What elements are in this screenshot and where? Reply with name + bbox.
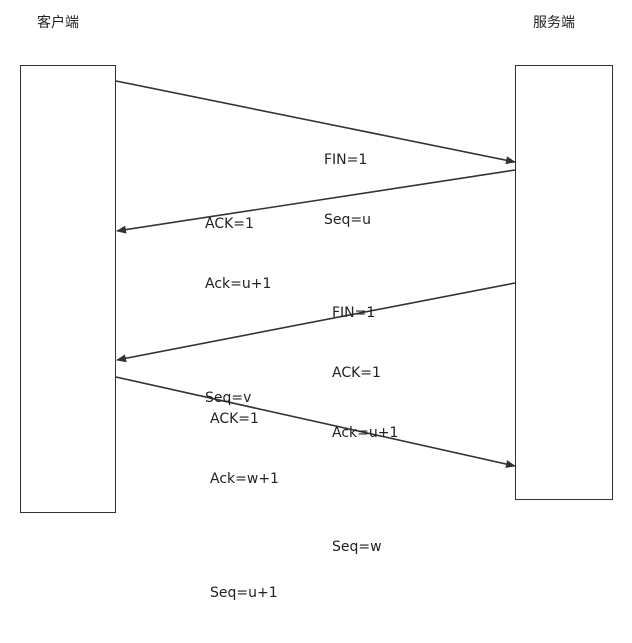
message-3-arrow (116, 282, 516, 363)
message-3-line-4 (332, 483, 398, 497)
message-3-line-3: Ack=u+1 (332, 425, 399, 441)
message-2-line-1: ACK=1 (205, 216, 254, 232)
message-1-label: FIN=1 Seq=u (324, 110, 371, 270)
message-3-line-5: Seq=w (332, 539, 382, 555)
message-2-line-2: Ack=u+1 (205, 276, 272, 292)
tcp-four-way-handshake-diagram: 客户端 服务端 FIN=1 Seq=u ACK=1 Ack=u+1 Seq=v … (20, 15, 613, 601)
client-label: 客户端 (37, 15, 79, 31)
message-4-line-1: ACK=1 (210, 411, 259, 427)
message-arrows (115, 80, 516, 468)
message-1-line-1: FIN=1 (324, 152, 368, 168)
message-2-label: ACK=1 Ack=u+1 Seq=v (205, 174, 271, 448)
message-3-line-2: ACK=1 (332, 365, 381, 381)
client-lifeline-box (20, 65, 116, 513)
message-2-line-4: Seq=v (205, 390, 252, 406)
message-2-line-3 (205, 334, 271, 348)
message-1-arrow (115, 80, 516, 165)
message-2-arrow (116, 169, 516, 234)
server-lifeline-box (515, 65, 613, 500)
message-4-arrow (115, 376, 516, 468)
message-4-line-4: Seq=u+1 (210, 585, 278, 601)
message-4-line-3 (210, 529, 279, 543)
message-1-line-2: Seq=u (324, 212, 371, 228)
message-3-line-1: FIN=1 (332, 305, 376, 321)
message-3-label: FIN=1 ACK=1 Ack=u+1 Seq=w (332, 263, 398, 597)
message-4-label: ACK=1 Ack=w+1 Seq=u+1 (210, 369, 279, 643)
message-4-line-2: Ack=w+1 (210, 471, 279, 487)
server-label: 服务端 (533, 15, 575, 31)
